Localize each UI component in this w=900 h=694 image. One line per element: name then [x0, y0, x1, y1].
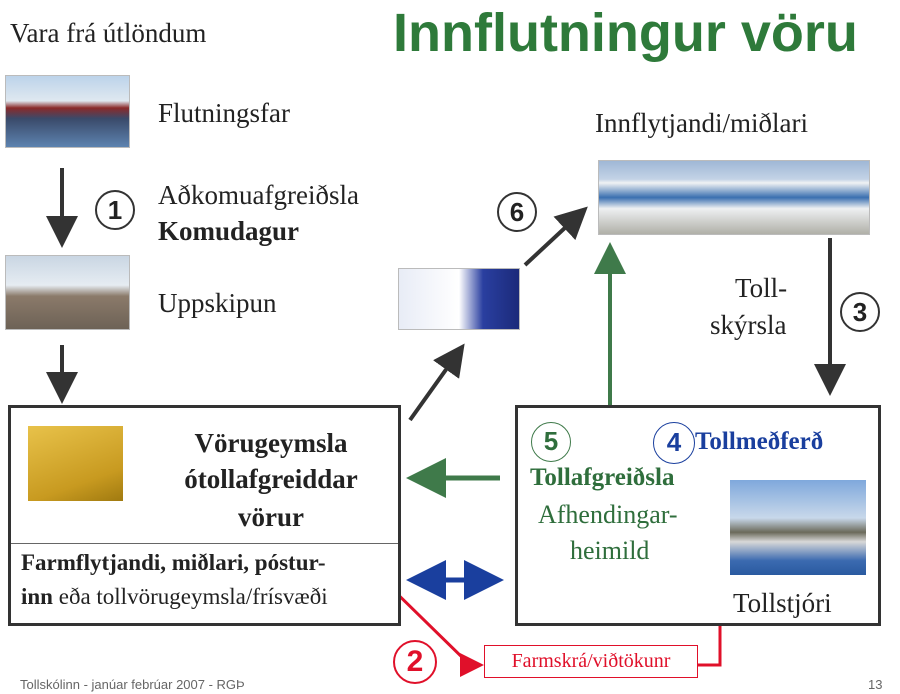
agents-line2: inn eða tollvörugeymsla/frísvæði — [21, 584, 328, 610]
carrier-label: Flutningsfar — [158, 98, 290, 128]
unloading-label: Uppskipun — [158, 288, 277, 318]
origin-label: Vara frá útlöndum — [10, 18, 207, 48]
arrow-to-importer — [523, 206, 588, 267]
agents-bold-part: inn — [21, 584, 53, 609]
warehouse-box: Vörugeymsla ótollafgreiddar vörur Farmfl… — [8, 405, 401, 626]
warehouse-line2: ótollafgreiddar — [184, 464, 358, 494]
agents-line1: Farmflytjandi, miðlari, póstur- — [21, 550, 326, 575]
declaration-label-1: Toll- — [735, 273, 788, 303]
declaration-label-2: skýrsla — [710, 310, 787, 340]
container-image — [28, 426, 123, 501]
warehouse-line1: Vörugeymsla — [194, 428, 348, 458]
customs-box: 5 4 Tollmeðferð Tollafgreiðsla Afhending… — [515, 405, 881, 626]
clearance-label: Tollafgreiðsla — [530, 464, 675, 491]
step-5-badge: 5 — [531, 422, 571, 462]
ship-image — [5, 75, 130, 148]
importer-label: Innflytjandi/miðlari — [595, 108, 808, 138]
arrival-day-label: Komudagur — [158, 216, 300, 246]
step-3-badge: 3 — [840, 292, 880, 332]
arrival-label: Aðkomuafgreiðsla — [158, 180, 359, 210]
page-title: Innflutningur vöru — [393, 3, 858, 63]
footer-text: Tollskólinn - janúar febrúar 2007 - RGÞ — [20, 677, 245, 692]
release-label-2: heimild — [570, 536, 650, 565]
arrow-to-truck — [408, 343, 465, 422]
harbor-image — [730, 480, 866, 575]
step-2-badge: 2 — [393, 640, 437, 684]
office-building-image — [598, 160, 870, 235]
step-6-badge: 6 — [497, 192, 537, 232]
agents-rest: eða tollvörugeymsla/frísvæði — [52, 584, 328, 609]
authority-label: Tollstjóri — [733, 588, 832, 618]
customs-handling-label: Tollmeðferð — [695, 428, 824, 455]
warehouse-line3: vörur — [238, 502, 304, 532]
page-number: 13 — [868, 677, 883, 692]
port-image — [5, 255, 130, 330]
warehouse-divider — [11, 543, 398, 544]
release-label-1: Afhendingar- — [538, 500, 678, 529]
truck-image — [398, 268, 520, 330]
manifest-box: Farmskrá/viðtökunr — [484, 645, 698, 678]
step-1-badge: 1 — [95, 190, 135, 230]
step-4-badge: 4 — [653, 422, 695, 464]
